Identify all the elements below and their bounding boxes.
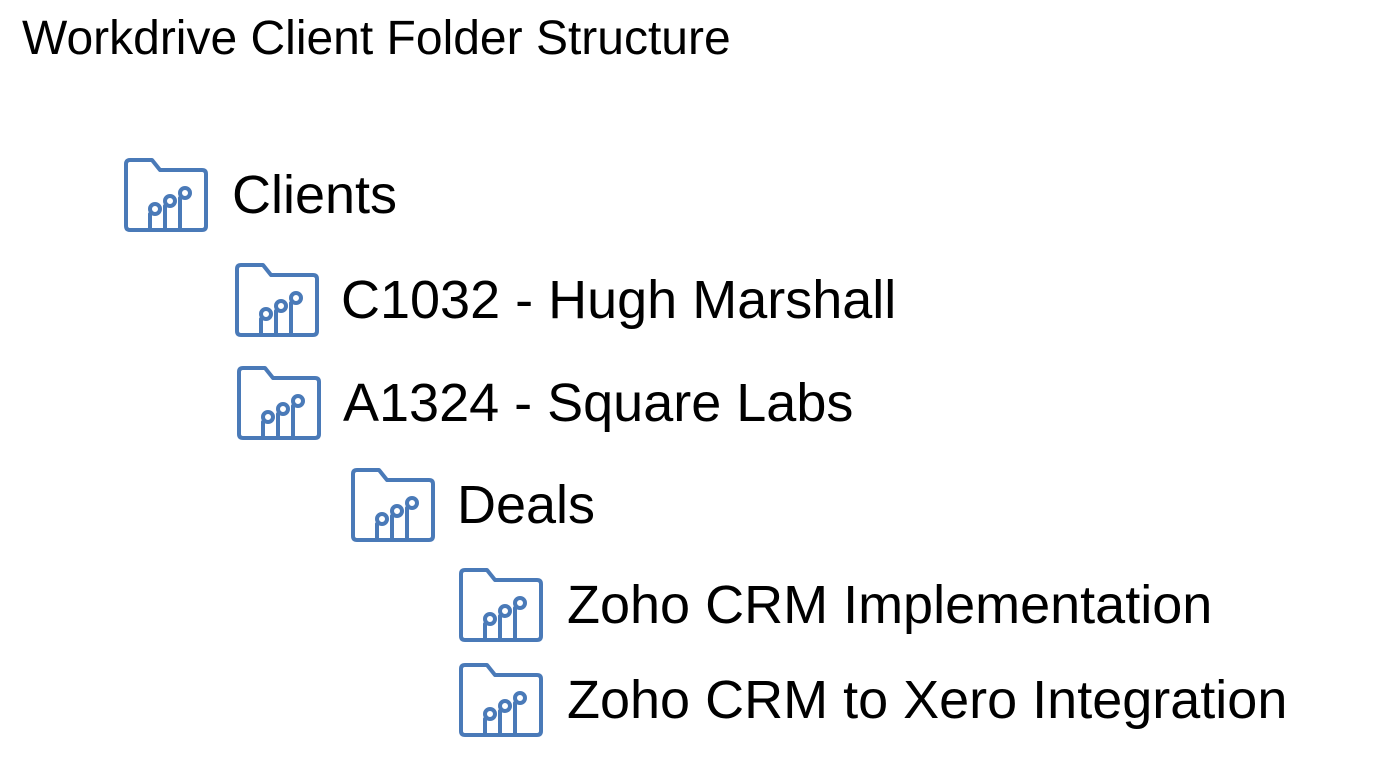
team-folder-icon [235, 263, 319, 337]
tree-node-label: C1032 - Hugh Marshall [341, 270, 897, 330]
tree-node-zoho-crm-implementation[interactable]: Zoho CRM Implementation [455, 565, 1212, 645]
tree-node-a1324-square-labs[interactable]: A1324 - Square Labs [233, 363, 853, 443]
tree-node-c1032-hugh-marshall[interactable]: C1032 - Hugh Marshall [231, 260, 896, 340]
tree-node-label: Zoho CRM to Xero Integration [567, 670, 1288, 730]
team-folder-icon [124, 158, 208, 232]
tree-node-label: A1324 - Square Labs [343, 373, 854, 433]
tree-node-label: Clients [232, 165, 398, 225]
tree-node-clients[interactable]: Clients [120, 155, 397, 235]
tree-node-zoho-crm-to-xero-integration[interactable]: Zoho CRM to Xero Integration [455, 660, 1287, 740]
team-folder-icon [459, 663, 543, 737]
team-folder-icon [459, 568, 543, 642]
tree-node-label: Zoho CRM Implementation [567, 575, 1213, 635]
team-folder-icon [237, 366, 321, 440]
team-folder-icon [351, 468, 435, 542]
tree-node-deals[interactable]: Deals [347, 465, 595, 545]
tree-node-label: Deals [457, 475, 596, 535]
diagram-title: Workdrive Client Folder Structure [22, 12, 731, 65]
